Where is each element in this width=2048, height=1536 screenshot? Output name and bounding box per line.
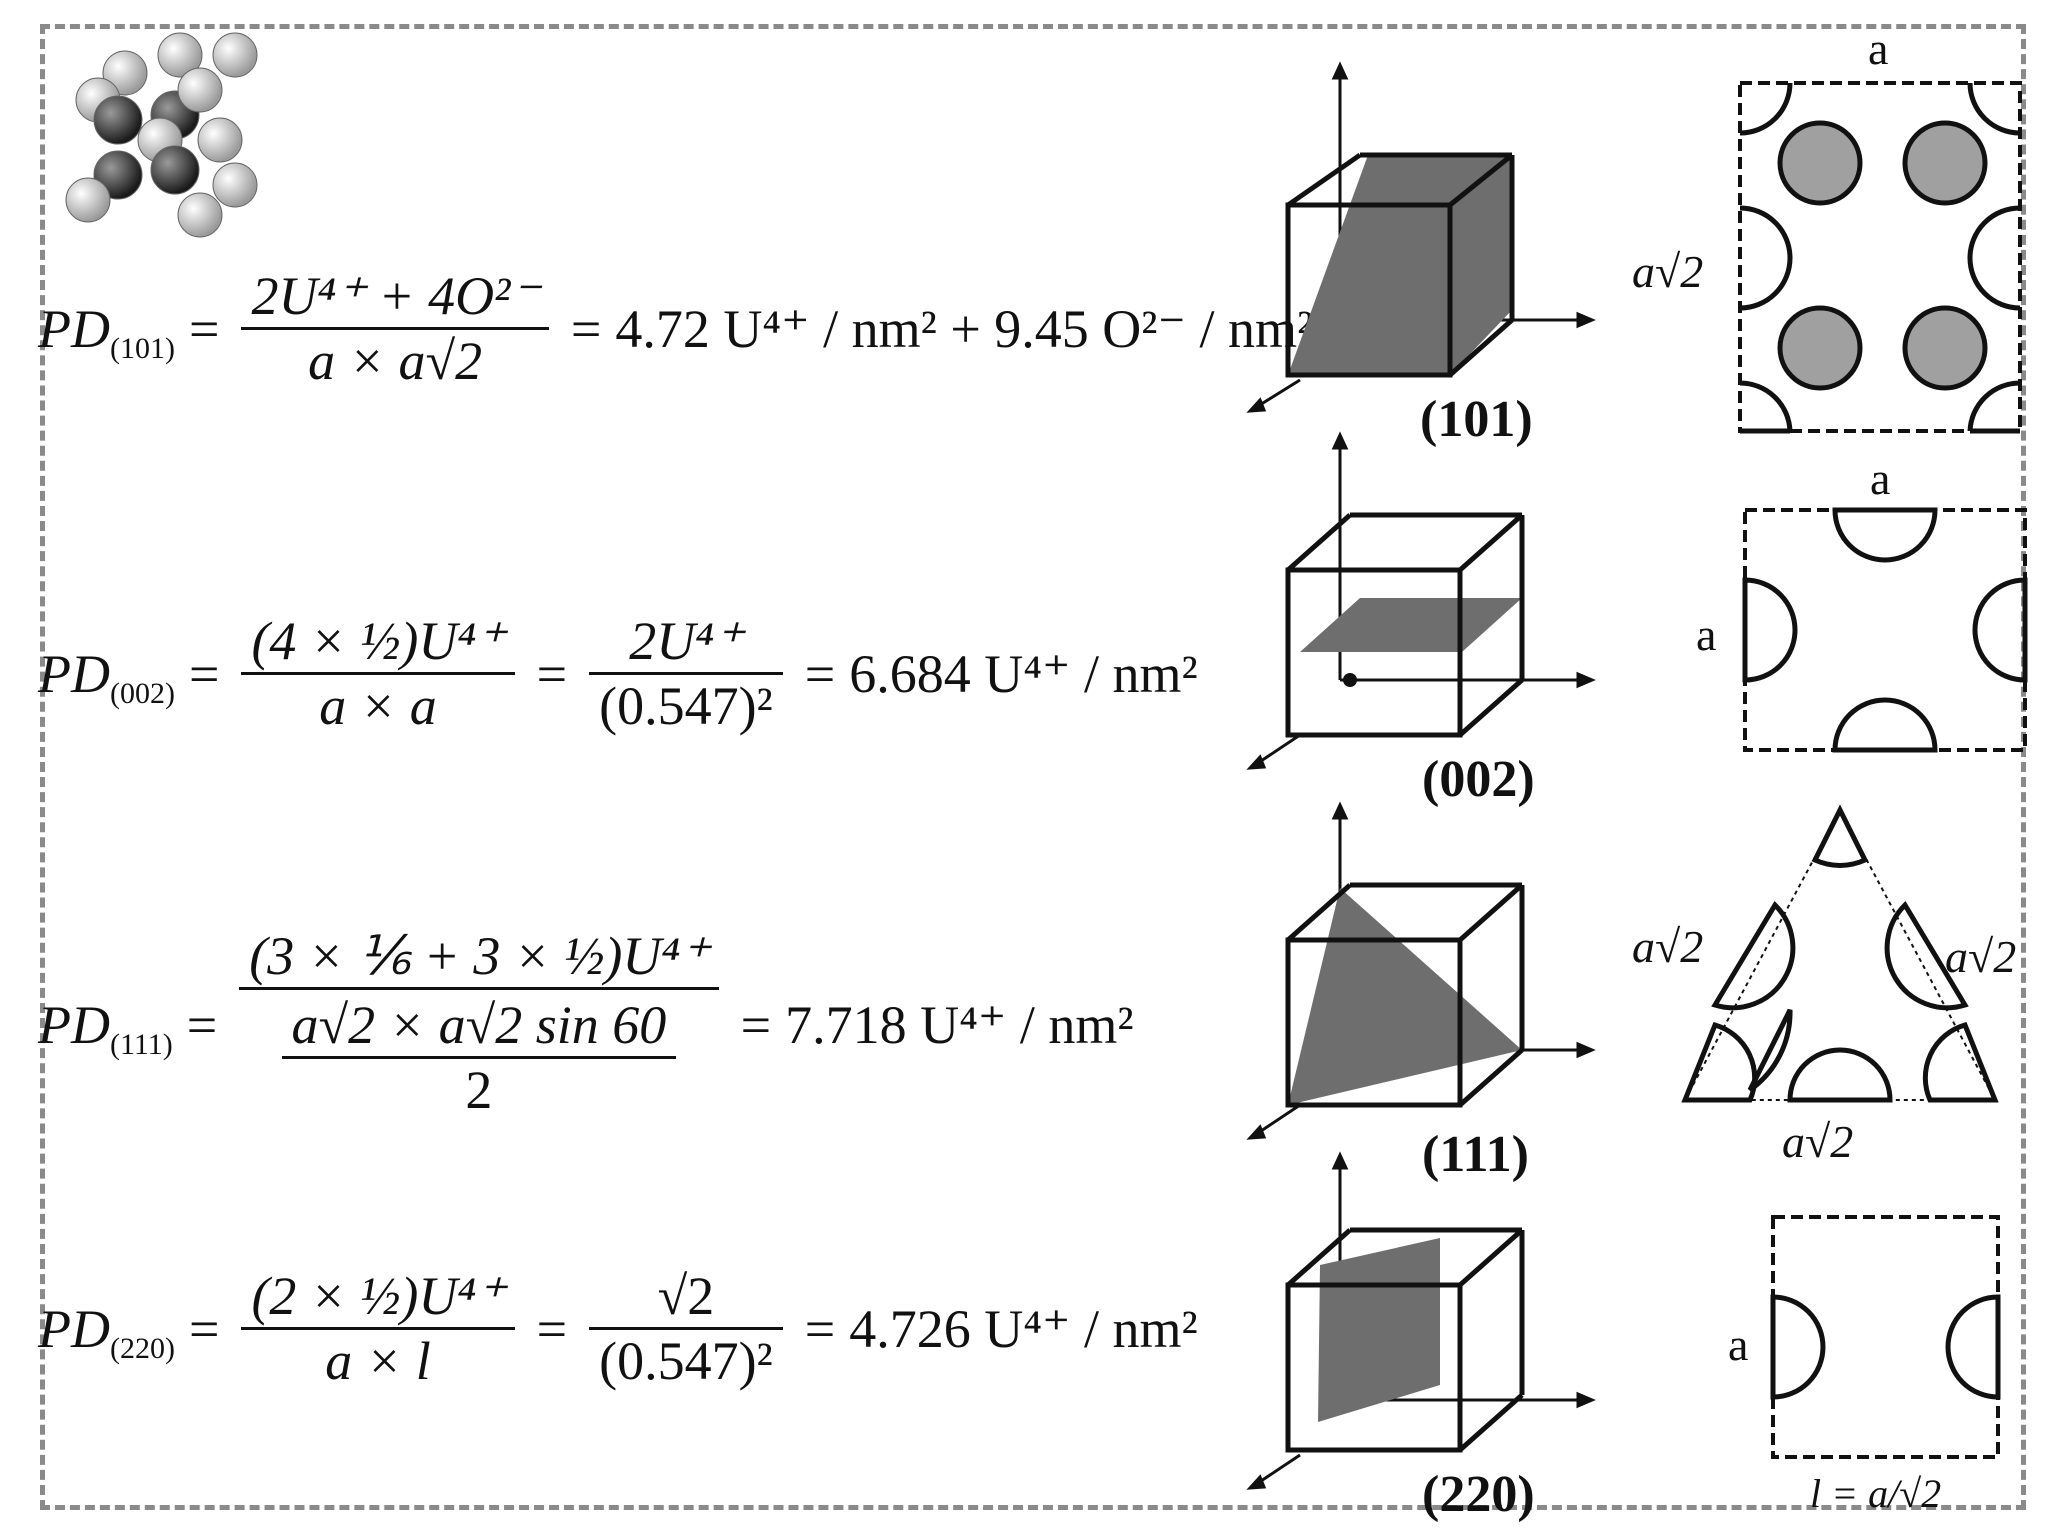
equation-220: PD(220) = (2 × ½)U⁴⁺a × l = √2(0.547)² =… bbox=[38, 1266, 1198, 1391]
section-101 bbox=[1738, 81, 2022, 434]
section-111-left-label: a√2 bbox=[1632, 921, 1704, 972]
section-002 bbox=[1742, 507, 2028, 753]
equation-111: PD(111) = (3 × ⅙ + 3 × ½)U⁴⁺ a√2 × a√2 s… bbox=[38, 926, 1134, 1120]
plane-label-220: (220) bbox=[1422, 1466, 1535, 1523]
dashed-frame bbox=[40, 24, 2026, 1510]
section-002-side-label: a bbox=[1696, 609, 1717, 660]
section-220-side-label: a bbox=[1728, 1319, 1749, 1370]
plane-label-101: (101) bbox=[1420, 391, 1533, 448]
section-111-right-label: a√2 bbox=[1945, 931, 2017, 982]
section-111 bbox=[1681, 804, 1999, 1103]
section-002-top-label: a bbox=[1870, 453, 1891, 504]
cube-diagram-220 bbox=[1246, 1151, 1596, 1490]
equation-002: PD(002) = (4 × ½)U⁴⁺a × a = 2U⁴⁺(0.547)²… bbox=[38, 611, 1198, 736]
crystal-structure-icon bbox=[65, 32, 258, 238]
section-101-top-label: a bbox=[1868, 23, 1889, 74]
section-220 bbox=[1770, 1215, 2001, 1459]
section-220-bottom-label: l = a/√2 bbox=[1810, 1471, 1942, 1516]
section-101-side-label: a√2 bbox=[1632, 246, 1704, 297]
plane-label-111: (111) bbox=[1422, 1126, 1529, 1183]
plane-label-002: (002) bbox=[1422, 751, 1535, 808]
cube-diagram-101 bbox=[1246, 61, 1596, 413]
cube-diagram-111 bbox=[1246, 801, 1596, 1140]
cube-diagram-002 bbox=[1246, 431, 1596, 770]
equation-101: PD(101) = 2U⁴⁺ + 4O²⁻a × a√2 = 4.72 U⁴⁺ … bbox=[38, 266, 1314, 391]
section-111-bottom-label: a√2 bbox=[1782, 1116, 1854, 1167]
